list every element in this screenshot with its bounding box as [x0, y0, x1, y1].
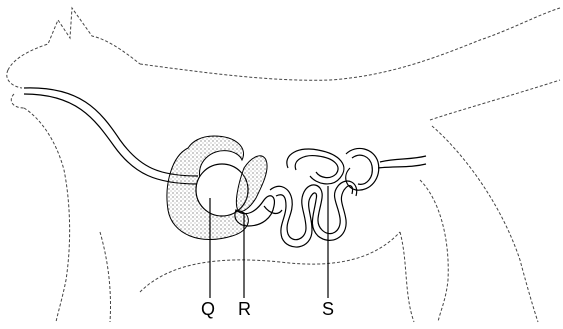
label-r: R	[238, 300, 251, 318]
intestine	[264, 148, 426, 247]
stomach	[167, 136, 248, 240]
cat-outline	[7, 8, 560, 322]
label-s: S	[322, 300, 334, 318]
label-q: Q	[201, 300, 215, 318]
